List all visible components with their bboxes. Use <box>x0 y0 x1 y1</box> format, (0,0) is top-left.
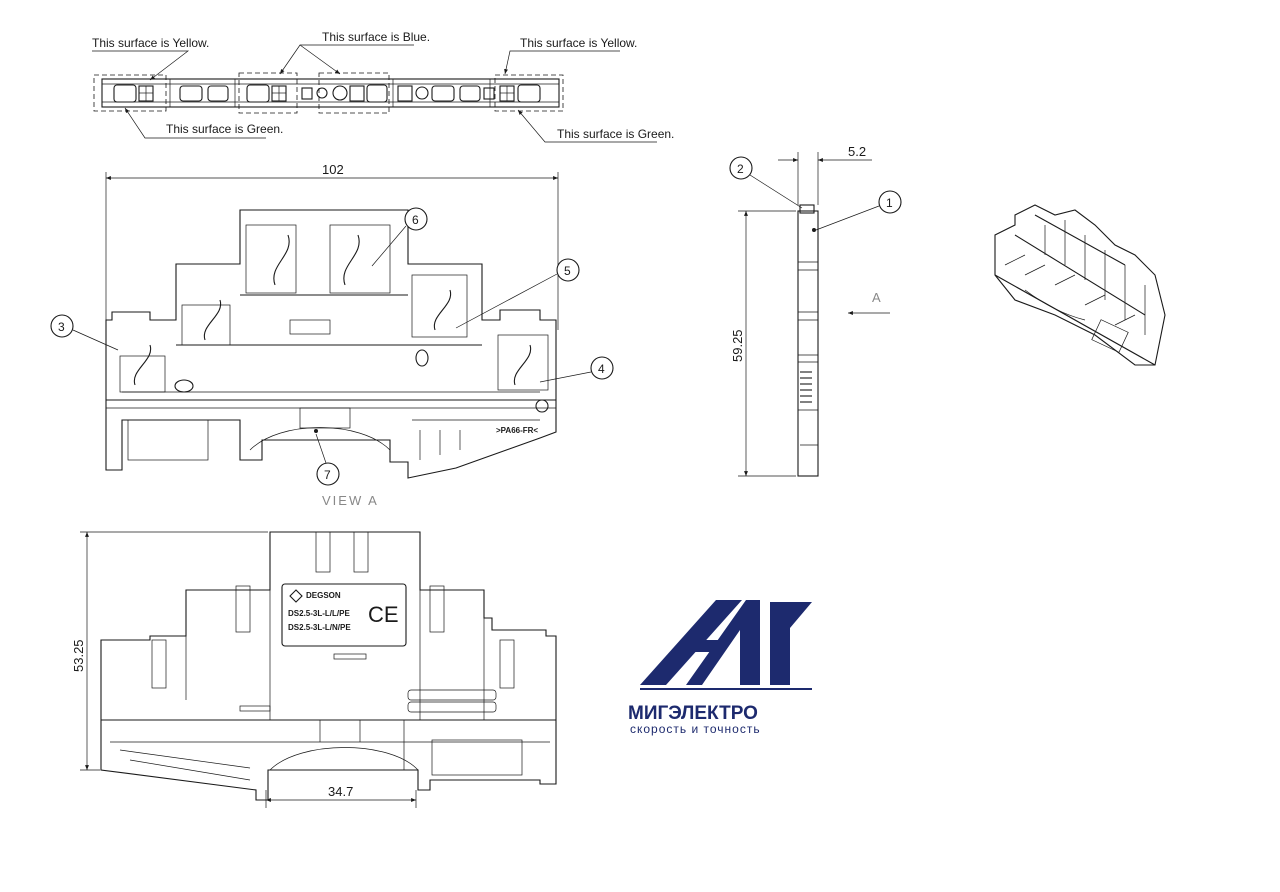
front-width-dim: 102 <box>322 162 344 177</box>
callout-green-left: This surface is Green. <box>166 122 283 136</box>
label-brand: DEGSON <box>306 591 341 600</box>
view-a-label: VIEW A <box>322 493 379 508</box>
callout-green-right: This surface is Green. <box>557 127 674 141</box>
front-view: 102 >PA66-FR< <box>50 162 614 508</box>
callout-blue: This surface is Blue. <box>322 30 430 44</box>
logo-tagline: скорость и точность <box>630 722 761 736</box>
label-model-2: DS2.5-3L-L/N/PE <box>288 623 351 632</box>
callout-yellow-right: This surface is Yellow. <box>520 36 637 50</box>
rear-view: DEGSON DS2.5-3L-L/L/PE DS2.5-3L-L/N/PE C… <box>71 531 557 808</box>
logo-name: МИГЭЛЕКТРО <box>628 703 758 724</box>
balloon-7: 7 <box>315 433 340 486</box>
balloon-5: 5 <box>455 258 580 329</box>
side-height-dim: 59.25 <box>730 329 745 362</box>
svg-text:5: 5 <box>564 264 571 278</box>
svg-text:1: 1 <box>886 196 893 210</box>
material-mark: >PA66-FR< <box>496 426 538 435</box>
svg-text:3: 3 <box>58 320 65 334</box>
isometric-view <box>994 204 1166 366</box>
view-arrow-label: A <box>872 290 883 305</box>
svg-text:4: 4 <box>598 362 605 376</box>
thickness-dim: 5.2 <box>848 144 866 159</box>
rail-dim: 34.7 <box>328 784 353 799</box>
balloon-3: 3 <box>50 314 119 351</box>
balloon-1: 1 <box>815 190 902 231</box>
balloon-4: 4 <box>539 356 614 383</box>
side-view: 5.2 59.25 A 1 2 <box>729 144 902 477</box>
callout-yellow-left: This surface is Yellow. <box>92 36 209 50</box>
top-view: This surface is Yellow. This surface is … <box>92 30 674 143</box>
side-view-ribs <box>800 371 812 403</box>
top-view-openings <box>113 79 541 107</box>
svg-text:6: 6 <box>412 213 419 227</box>
balloon-6: 6 <box>371 207 428 267</box>
balloon-2: 2 <box>729 156 803 209</box>
label-model-1: DS2.5-3L-L/L/PE <box>288 609 350 618</box>
svg-text:7: 7 <box>324 468 331 482</box>
svg-text:2: 2 <box>737 162 744 176</box>
rear-height-dim: 53.25 <box>71 639 86 672</box>
logo-mark <box>640 600 812 690</box>
ce-mark: CE <box>368 602 399 627</box>
company-logo: МИГЭЛЕКТРО скорость и точность <box>628 600 812 736</box>
product-label: DEGSON DS2.5-3L-L/L/PE DS2.5-3L-L/N/PE C… <box>281 583 407 647</box>
